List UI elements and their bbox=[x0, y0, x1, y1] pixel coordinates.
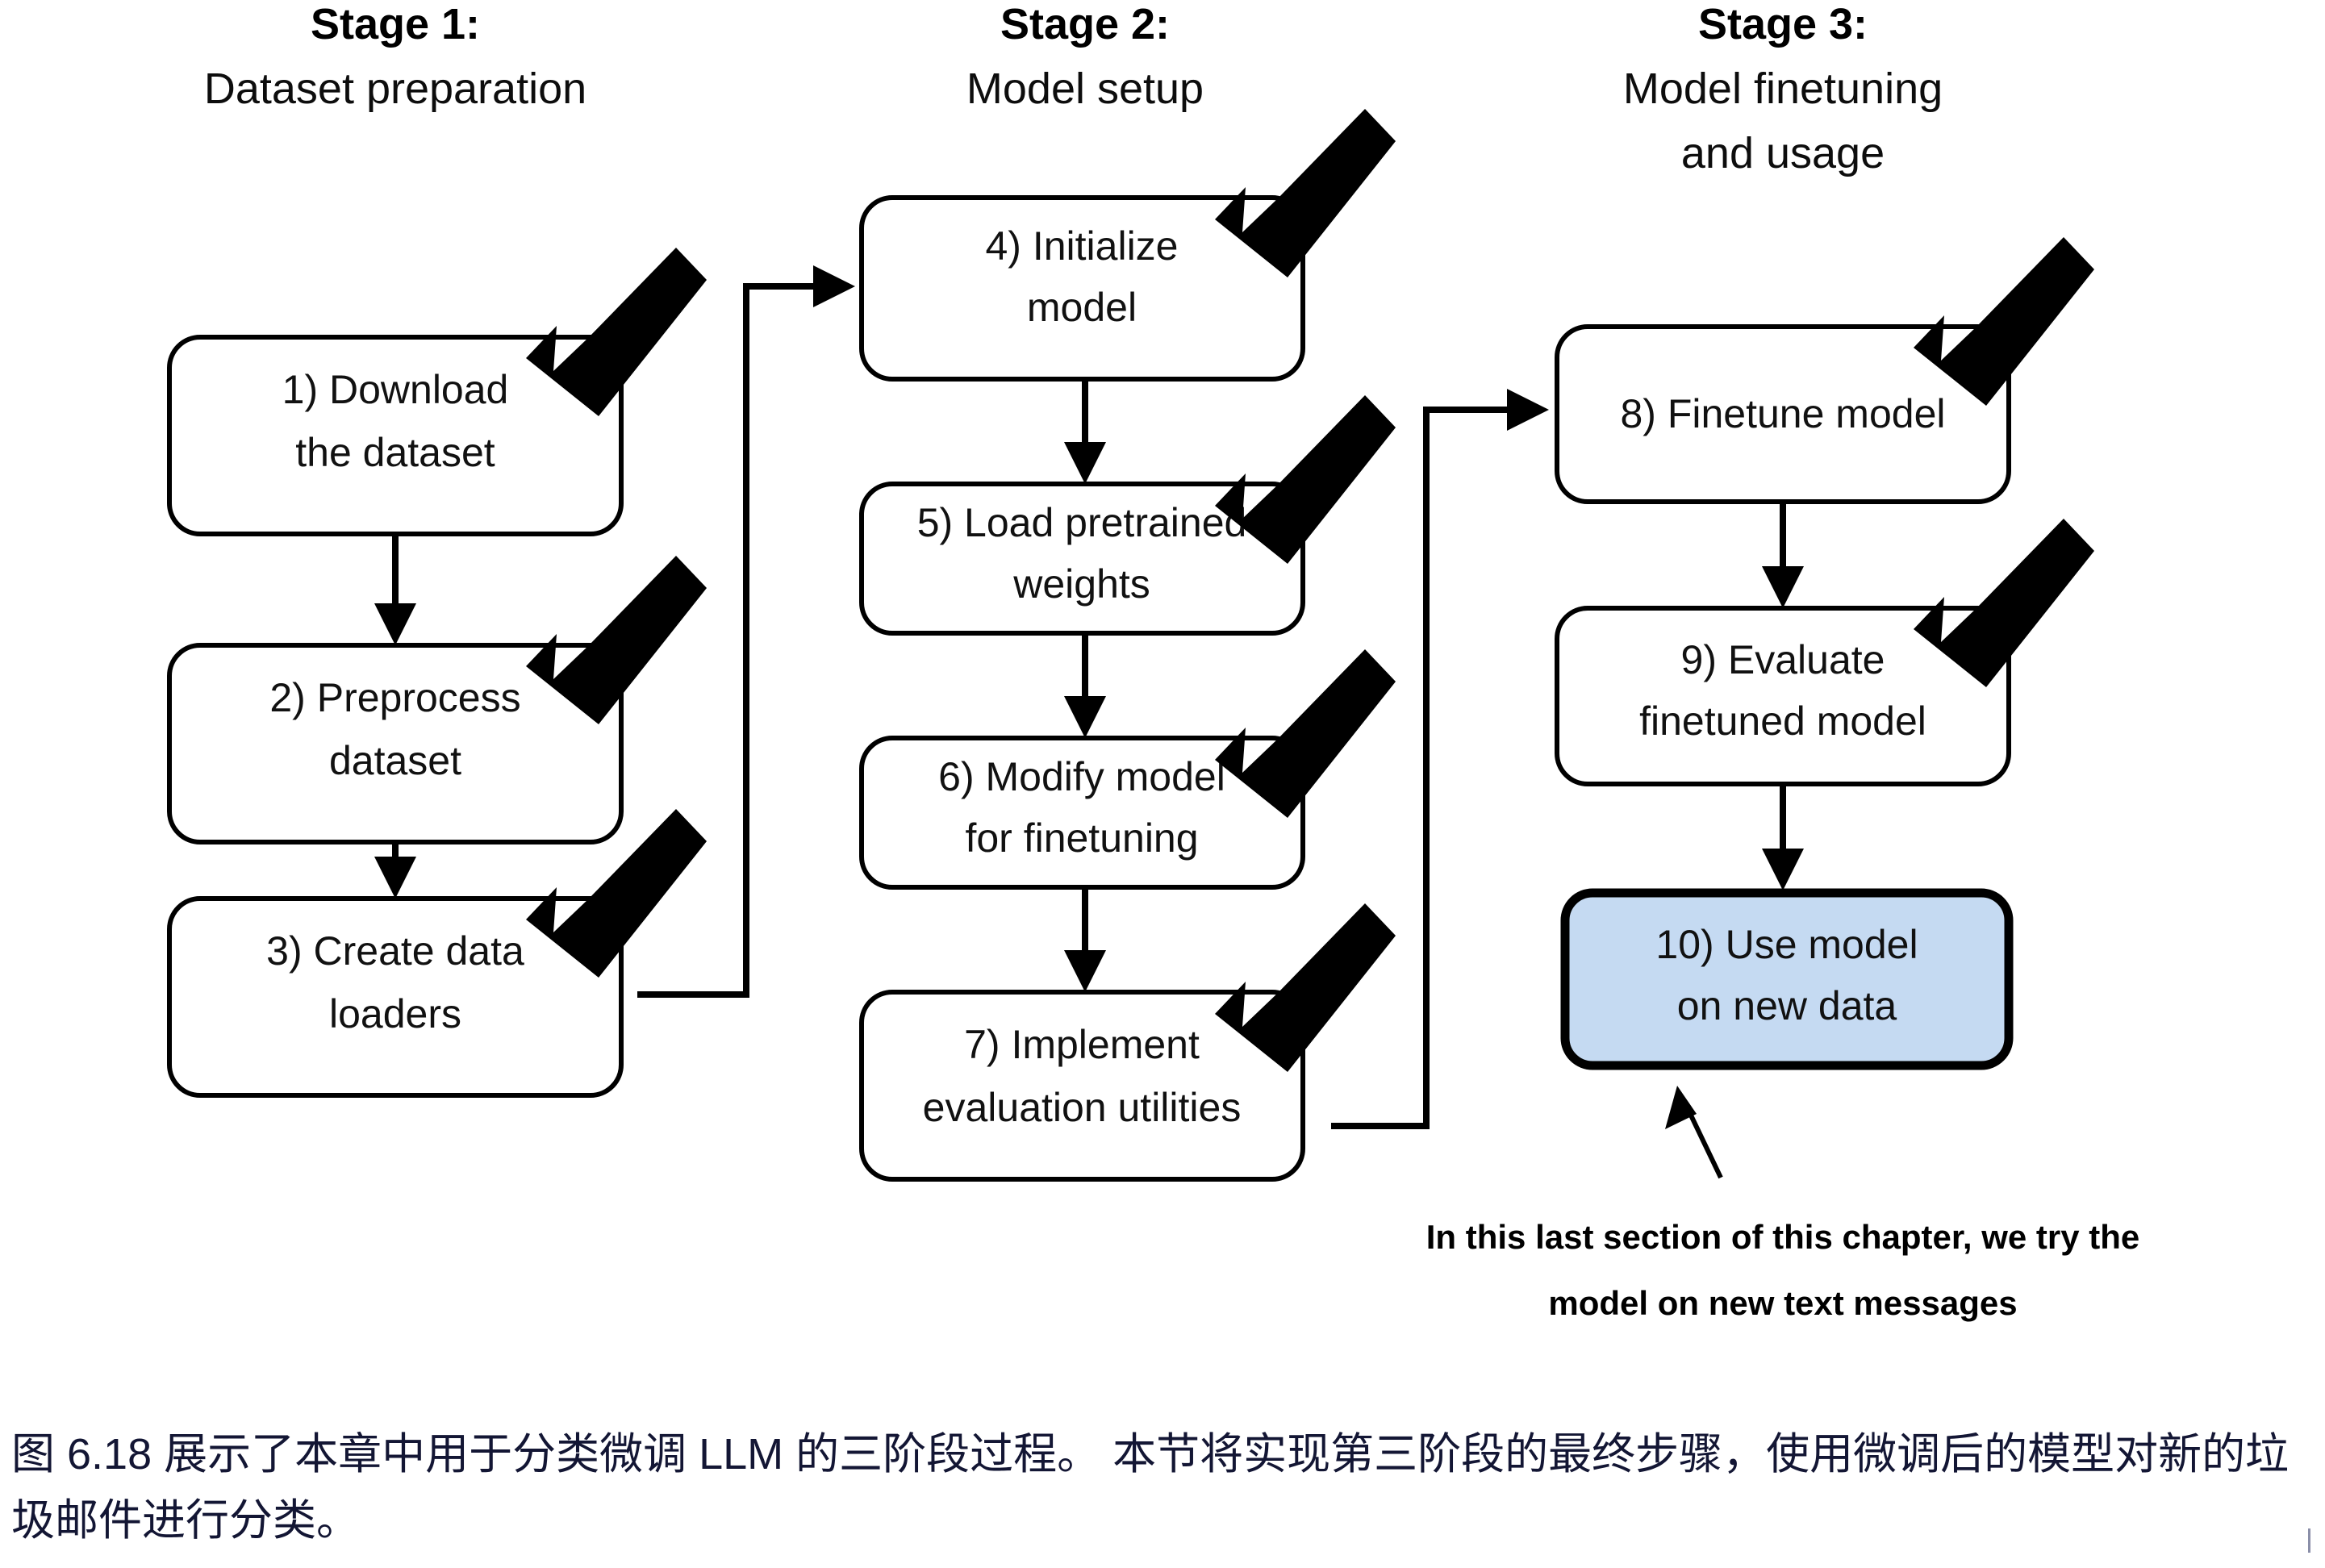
node-10-use-model-on-new-data[interactable]: 10) Use model on new data bbox=[1560, 888, 2014, 1070]
node-1-label-line2: the dataset bbox=[295, 430, 495, 475]
connector-3-to-4 bbox=[637, 265, 855, 998]
node-4-initialize-model[interactable]: 4) Initialize model bbox=[859, 109, 1396, 382]
node-3-box[interactable] bbox=[167, 896, 624, 1098]
figure-caption: 图 6.18 展示了本章中用于分类微调 LLM 的三阶段过程。 本节将实现第三阶… bbox=[11, 1430, 2290, 1545]
node-6-label-line2: for finetuning bbox=[965, 815, 1198, 861]
check-icon-node-7 bbox=[1215, 903, 1396, 1072]
node-2-box[interactable] bbox=[167, 643, 624, 844]
check-icon-node-3 bbox=[526, 809, 707, 978]
annotation-callout: In this last section of this chapter, we… bbox=[1426, 1086, 2140, 1322]
node-10-box[interactable] bbox=[1560, 888, 2014, 1070]
node-7-box[interactable] bbox=[859, 990, 1305, 1182]
node-1-box[interactable] bbox=[167, 335, 624, 536]
page-edge-marker bbox=[2308, 1528, 2310, 1553]
check-icon-node-5 bbox=[1215, 395, 1396, 564]
node-5-label-line1: 5) Load pretrained bbox=[917, 500, 1247, 545]
node-4-label-line2: model bbox=[1027, 285, 1137, 330]
node-9-label-line2: finetuned model bbox=[1639, 699, 1926, 744]
connector-5-to-6 bbox=[1064, 633, 1106, 738]
node-4-label-line1: 4) Initialize bbox=[986, 223, 1179, 269]
stage-3-subtitle-line2: and usage bbox=[1681, 129, 1885, 177]
annotation-line2: model on new text messages bbox=[1548, 1284, 2017, 1322]
node-5-box[interactable] bbox=[859, 482, 1305, 636]
node-8-finetune-model[interactable]: 8) Finetune model bbox=[1555, 237, 2094, 504]
node-8-label-line1: 8) Finetune model bbox=[1620, 391, 1945, 436]
connector-9-to-10 bbox=[1762, 784, 1804, 890]
check-icon-node-4 bbox=[1215, 109, 1396, 277]
node-2-preprocess-dataset[interactable]: 2) Preprocess dataset bbox=[167, 556, 707, 844]
node-5-load-pretrained-weights[interactable]: 5) Load pretrained weights bbox=[859, 395, 1396, 636]
node-2-label-line2: dataset bbox=[329, 738, 461, 783]
node-6-box[interactable] bbox=[859, 736, 1305, 890]
node-7-implement-evaluation-utilities[interactable]: 7) Implement evaluation utilities bbox=[859, 903, 1396, 1182]
connector-7-to-8 bbox=[1331, 389, 1549, 1129]
check-icon-node-1 bbox=[526, 248, 707, 416]
node-5-label-line2: weights bbox=[1012, 561, 1150, 607]
annotation-arrow-head bbox=[1665, 1086, 1697, 1129]
check-icon-node-9 bbox=[1914, 519, 2094, 687]
connector-6-to-7 bbox=[1064, 887, 1106, 992]
check-icon-node-2 bbox=[526, 556, 707, 724]
node-6-modify-model-for-finetuning[interactable]: 6) Modify model for finetuning bbox=[859, 649, 1396, 890]
connector-8-to-9 bbox=[1762, 502, 1804, 608]
node-10-label-line1: 10) Use model bbox=[1655, 922, 1918, 967]
stage-3-title: Stage 3: bbox=[1698, 0, 1868, 48]
node-1-label-line1: 1) Download bbox=[282, 367, 509, 412]
annotation-line1: In this last section of this chapter, we… bbox=[1426, 1218, 2140, 1256]
node-10-label-line2: on new data bbox=[1677, 983, 1897, 1028]
stage-1-subtitle: Dataset preparation bbox=[204, 65, 586, 113]
stage-2-heading: Stage 2: Model setup bbox=[966, 0, 1204, 113]
check-icon-node-8 bbox=[1914, 237, 2094, 406]
node-9-evaluate-finetuned-model[interactable]: 9) Evaluate finetuned model bbox=[1555, 519, 2094, 786]
stage-2-title: Stage 2: bbox=[1000, 0, 1170, 48]
node-3-label-line2: loaders bbox=[329, 991, 461, 1036]
node-6-label-line1: 6) Modify model bbox=[938, 754, 1225, 799]
node-7-label-line1: 7) Implement bbox=[964, 1022, 1200, 1067]
node-9-label-line1: 9) Evaluate bbox=[1681, 637, 1885, 682]
node-7-label-line2: evaluation utilities bbox=[923, 1085, 1242, 1130]
node-8-box[interactable] bbox=[1555, 324, 2011, 504]
connector-4-to-5 bbox=[1064, 379, 1106, 484]
connector-1-to-2 bbox=[374, 534, 416, 645]
stage-1-title: Stage 1: bbox=[311, 0, 480, 48]
flowchart-diagram: Stage 1: Dataset preparation Stage 2: Mo… bbox=[167, 0, 2140, 1322]
check-icon-node-6 bbox=[1215, 649, 1396, 818]
stage-2-subtitle: Model setup bbox=[966, 65, 1204, 113]
stage-1-heading: Stage 1: Dataset preparation bbox=[204, 0, 586, 113]
node-2-label-line1: 2) Preprocess bbox=[269, 675, 520, 720]
node-4-box[interactable] bbox=[859, 195, 1305, 382]
node-3-label-line1: 3) Create data bbox=[266, 928, 524, 974]
node-1-download-dataset[interactable]: 1) Download the dataset bbox=[167, 248, 707, 536]
node-9-box[interactable] bbox=[1555, 606, 2011, 786]
node-3-create-data-loaders[interactable]: 3) Create data loaders bbox=[167, 809, 707, 1098]
stage-3-subtitle-line1: Model finetuning bbox=[1623, 65, 1943, 113]
stage-3-heading: Stage 3: Model finetuning and usage bbox=[1623, 0, 1943, 177]
